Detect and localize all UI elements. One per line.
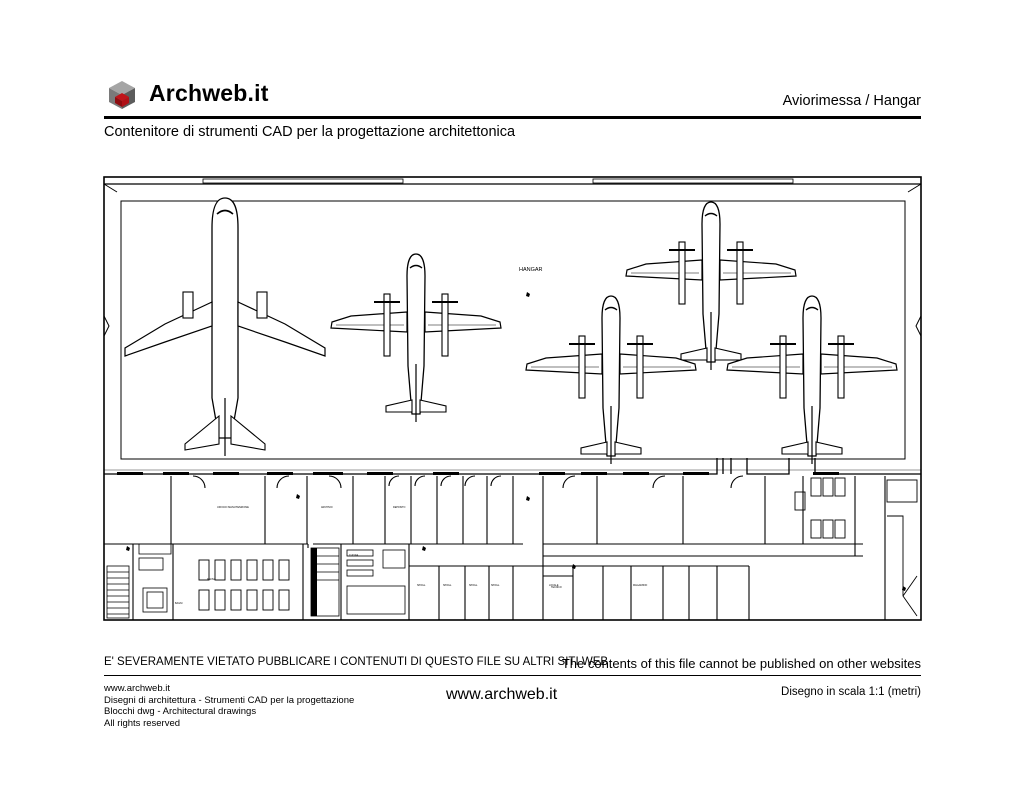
turboprop-1 — [330, 253, 502, 423]
footer-blocks: Blocchi dwg - Architectural drawings — [104, 706, 257, 717]
page-subtitle: Contenitore di strumenti CAD per la prog… — [104, 124, 516, 140]
hangar-floor-plan: HANGAR — [103, 176, 922, 621]
svg-text:LOCALE: LOCALE — [549, 584, 559, 587]
logo[interactable] — [107, 80, 137, 110]
copyright-warning-it: E' SEVERAMENTE VIETATO PUBBLICARE I CONT… — [104, 656, 609, 668]
svg-text:MAGAZZINO: MAGAZZINO — [633, 584, 647, 587]
svg-text:SPOGL.: SPOGL. — [417, 584, 426, 587]
site-link[interactable]: www.archweb.it — [446, 686, 558, 703]
footer-url[interactable]: www.archweb.it — [104, 683, 170, 694]
svg-text:SPOGL.: SPOGL. — [443, 584, 452, 587]
svg-text:TECNICO: TECNICO — [551, 586, 562, 589]
svg-text:BAGNI: BAGNI — [175, 602, 183, 605]
svg-text:SPOGL.: SPOGL. — [469, 584, 478, 587]
logo-text: Archweb.it — [149, 80, 269, 106]
footer-divider — [104, 675, 921, 676]
turboprop-3 — [525, 295, 697, 465]
footer-rights: All rights reserved — [104, 717, 181, 729]
jet-airliner — [124, 197, 326, 456]
svg-text:ARCHIVIO: ARCHIVIO — [321, 506, 333, 509]
scale-note: Disegno in scala 1:1 (metri) — [781, 686, 921, 698]
footer-description: Disegni di architettura - Strumenti CAD … — [104, 694, 355, 706]
hangar-label: HANGAR — [519, 267, 543, 273]
svg-text:CUCINA: CUCINA — [349, 554, 359, 557]
svg-text:SPOGL.: SPOGL. — [491, 584, 500, 587]
cube-logo-icon — [109, 81, 135, 109]
copyright-warning-en: The contents of this file cannot be publ… — [561, 656, 921, 671]
turboprop-4 — [726, 295, 898, 465]
header-divider — [104, 116, 921, 119]
room-label: UFFICIO MANUTENZIONE — [217, 505, 249, 509]
svg-text:MENSA: MENSA — [207, 578, 216, 581]
page-title: Aviorimessa / Hangar — [782, 93, 921, 109]
svg-text:DEPOSITO: DEPOSITO — [393, 506, 405, 509]
